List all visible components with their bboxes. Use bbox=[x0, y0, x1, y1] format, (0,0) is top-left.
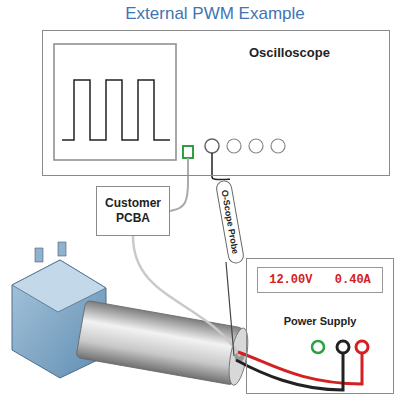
ground-connector bbox=[183, 146, 193, 158]
oscilloscope-box: Oscilloscope bbox=[42, 30, 390, 176]
display-panel: 12.00V 0.40A bbox=[257, 267, 383, 293]
pcba-box: Customer PCBA bbox=[96, 186, 170, 236]
node-label: Customer PCBA bbox=[97, 196, 169, 226]
power-supply-box: Power Supply 12.00V 0.40A bbox=[246, 258, 394, 394]
ground-wire bbox=[170, 176, 188, 211]
ground-lead bbox=[187, 158, 189, 176]
node-label: 12.00V bbox=[269, 273, 312, 287]
pump-port bbox=[35, 242, 66, 262]
probe-tip bbox=[226, 262, 234, 356]
motor-can bbox=[76, 300, 244, 385]
scope-knob bbox=[205, 139, 219, 153]
positive-terminal bbox=[356, 341, 368, 353]
negative-wire bbox=[236, 354, 343, 390]
negative-terminal bbox=[337, 341, 349, 353]
probe-cable bbox=[212, 176, 230, 180]
pump-illustration bbox=[12, 242, 251, 387]
scope-knob bbox=[271, 139, 285, 153]
probe-body: O-Scope Probe bbox=[215, 179, 245, 265]
probe-lead bbox=[211, 153, 213, 176]
scope-screen bbox=[54, 44, 176, 160]
signal-wire bbox=[133, 236, 240, 356]
scope-knob bbox=[249, 139, 263, 153]
node-label: Power Supply bbox=[247, 315, 393, 327]
diagram-title: External PWM Example bbox=[20, 4, 404, 24]
ground-terminal bbox=[312, 341, 324, 353]
scope-knob bbox=[227, 139, 241, 153]
square-wave bbox=[62, 80, 170, 140]
node-label: O-Scope Probe bbox=[219, 189, 240, 255]
motor bbox=[76, 300, 252, 386]
node-label: 0.40A bbox=[335, 273, 371, 287]
node-label: Oscilloscope bbox=[249, 45, 330, 60]
